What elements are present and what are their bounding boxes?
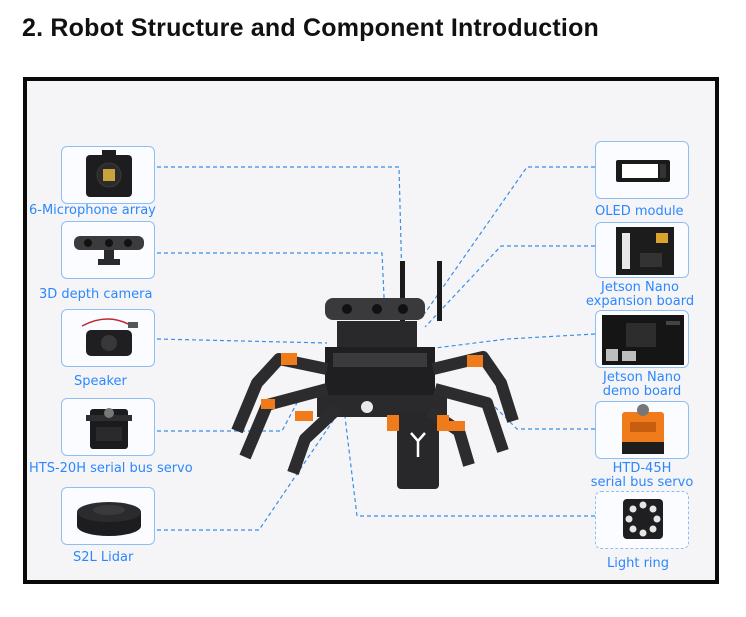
- hexapod-robot-illustration: [231, 261, 519, 489]
- connector-hts-servo: [157, 398, 300, 432]
- connector-oled: [424, 166, 595, 314]
- page-title: 2. Robot Structure and Component Introdu…: [22, 14, 600, 42]
- servo-icon: [86, 408, 132, 449]
- label-demo-board-line2: demo board: [602, 384, 682, 399]
- label-htd-servo: HTD-45H serial bus servo: [579, 462, 705, 490]
- expansion-board-icon: [616, 227, 674, 275]
- label-light-ring: Light ring: [607, 556, 670, 571]
- label-lidar: S2L Lidar: [73, 550, 134, 565]
- card-speaker: [61, 309, 155, 367]
- speaker-icon: [81, 318, 138, 356]
- demo-board-icon: [602, 315, 684, 365]
- connector-lidar: [157, 402, 346, 531]
- label-oled: OLED module: [595, 204, 684, 219]
- connector-speaker: [156, 338, 328, 344]
- card-oled: [595, 141, 689, 199]
- oled-icon: [616, 160, 670, 182]
- connector-htd-servo: [490, 402, 595, 430]
- card-lidar: [61, 487, 155, 545]
- figure-frame: 6-Microphone array 3D depth camera Speak…: [23, 77, 719, 584]
- label-htd-servo-line1: HTD-45H: [612, 461, 672, 476]
- card-microphone-array: [61, 146, 155, 204]
- card-expansion-board: [595, 222, 689, 278]
- card-depth-camera: [61, 221, 155, 279]
- label-hts-servo: HTS-20H serial bus servo: [29, 461, 193, 476]
- label-htd-servo-line2: serial bus servo: [590, 475, 694, 490]
- figure-canvas: 6-Microphone array 3D depth camera Speak…: [27, 81, 715, 580]
- card-htd-servo: [595, 401, 689, 459]
- label-demo-board: Jetson Nano demo board: [582, 371, 702, 399]
- label-microphone-array: 6-Microphone array: [29, 203, 156, 218]
- label-expansion-board: Jetson Nano expansion board: [577, 281, 703, 309]
- connector-light-ring: [344, 416, 595, 517]
- connector-camera: [157, 252, 386, 320]
- label-demo-board-line1: Jetson Nano: [603, 370, 681, 385]
- label-depth-camera: 3D depth camera: [39, 287, 153, 302]
- light-ring-icon: [623, 499, 663, 539]
- card-hts-servo: [61, 398, 155, 456]
- connector-expansion: [424, 245, 595, 328]
- label-speaker: Speaker: [74, 374, 127, 389]
- label-expansion-board-line1: Jetson Nano: [601, 280, 679, 295]
- depth-camera-icon: [74, 236, 144, 265]
- card-light-ring: [595, 491, 689, 549]
- connector-demo: [426, 333, 596, 350]
- label-expansion-board-line2: expansion board: [585, 294, 695, 309]
- lidar-icon: [77, 502, 141, 536]
- servo-icon: [622, 404, 664, 454]
- card-demo-board: [595, 310, 689, 368]
- microphone-array-icon: [86, 150, 132, 197]
